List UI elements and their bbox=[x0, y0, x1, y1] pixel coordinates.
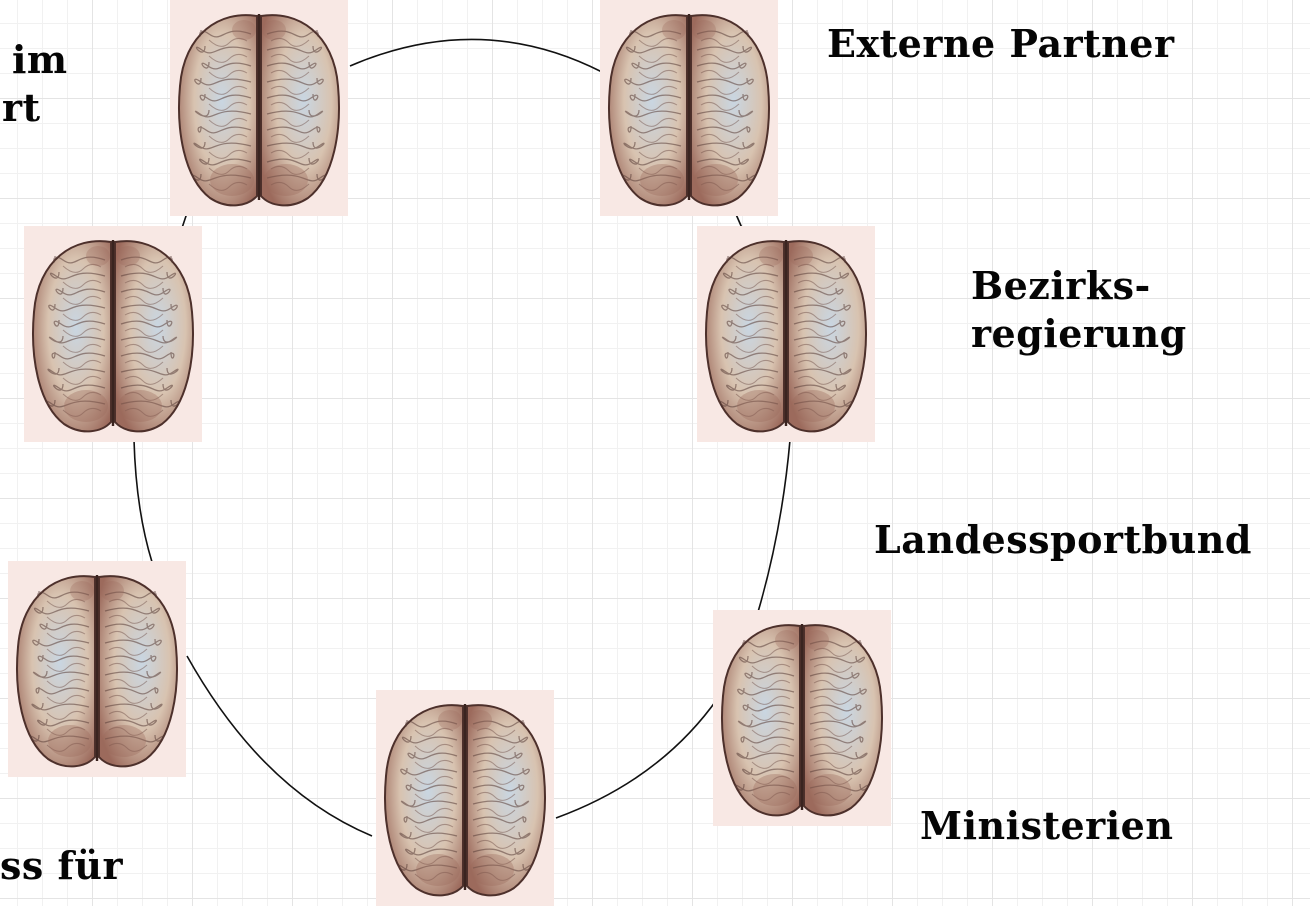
connector-top bbox=[350, 39, 602, 72]
brain-icon bbox=[697, 226, 875, 442]
brain-node-bottom bbox=[376, 690, 554, 906]
brain-icon bbox=[24, 226, 202, 442]
label-landessportbund: Landessportbund bbox=[874, 516, 1252, 564]
label-bezirks-line-2: regierung bbox=[971, 310, 1187, 358]
connector-lower-left bbox=[187, 656, 372, 836]
brain-icon bbox=[8, 561, 186, 777]
label-top-left-line-1: im bbox=[0, 36, 68, 84]
connector-left bbox=[134, 440, 152, 562]
brain-icon bbox=[376, 690, 554, 906]
brain-node-top-right bbox=[600, 0, 778, 216]
label-top-left-line-2: rt bbox=[0, 84, 68, 132]
brain-node-lower-left bbox=[8, 561, 186, 777]
label-top-left-partial: im rt bbox=[0, 36, 68, 132]
label-bezirks-line-1: Bezirks- bbox=[971, 262, 1187, 310]
label-externe-partner: Externe Partner bbox=[827, 20, 1174, 68]
brain-icon bbox=[713, 610, 891, 826]
brain-node-lower-right bbox=[713, 610, 891, 826]
label-bottom-left-partial: ss für bbox=[0, 842, 123, 890]
connector-lower-right bbox=[556, 698, 718, 818]
label-bezirksregierung: Bezirks- regierung bbox=[971, 262, 1187, 358]
brain-node-mid-right bbox=[697, 226, 875, 442]
label-ministerien: Ministerien bbox=[920, 802, 1173, 850]
connector-right bbox=[758, 440, 790, 612]
brain-icon bbox=[600, 0, 778, 216]
brain-node-mid-left bbox=[24, 226, 202, 442]
brain-node-top-left bbox=[170, 0, 348, 216]
brain-icon bbox=[170, 0, 348, 216]
